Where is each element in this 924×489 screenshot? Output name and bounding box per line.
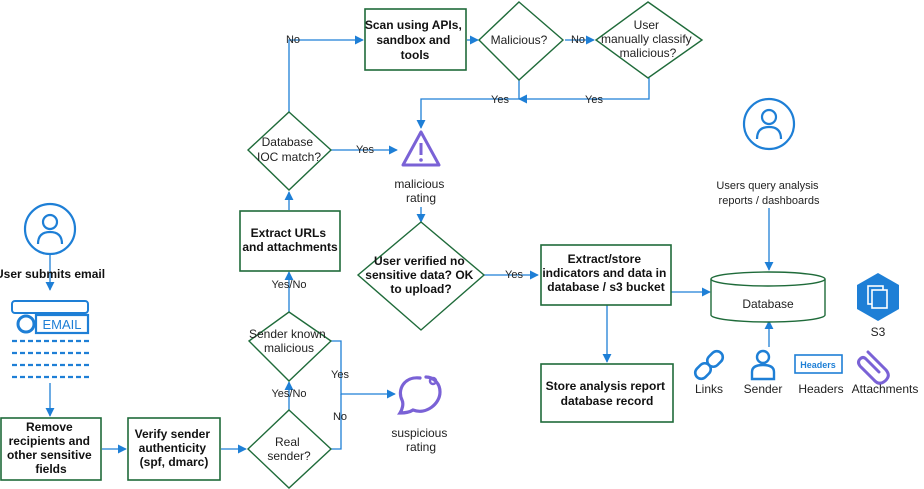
user-classify-diamond (594, 1, 704, 79)
extract-store-box (540, 244, 672, 306)
sender-known-diamond (247, 311, 333, 382)
user-verified-label: User verified no sensitive data? OK to u… (365, 254, 476, 296)
ioc-match-diamond (246, 111, 333, 191)
real-sender-label: Real sender? (267, 435, 311, 463)
edge-label-yes-classify: Yes (585, 94, 603, 106)
scan-label: Scan using APIs, sandbox and tools (365, 18, 465, 62)
ioc-match-label: Database IOC match? (257, 135, 321, 164)
user-submits-label: User submits email (0, 267, 105, 281)
edge-label-yes-real: Yes (331, 369, 349, 381)
edge-label-no-malicious: No (571, 34, 585, 46)
edge-label-yes-malicious: Yes (491, 94, 509, 106)
headers-badge-label: Headers (800, 360, 836, 370)
verify-sender-box (127, 417, 221, 481)
extract-urls-box (239, 210, 341, 272)
database-cylinder (710, 271, 826, 323)
s3-icon (857, 273, 899, 321)
email-icon-label: EMAIL (42, 317, 81, 332)
edges (45, 35, 774, 454)
store-report-box (540, 363, 674, 423)
extract-store-label: Extract/store indicators and data in dat… (542, 252, 669, 294)
users-icon (742, 97, 796, 151)
link-icon (693, 349, 725, 381)
headers-icon: Headers (794, 354, 843, 374)
suspicious-label: suspicious rating (391, 426, 450, 454)
store-report-label: Store analysis report database record (546, 379, 669, 408)
user-verified-diamond (356, 221, 486, 331)
links-label: Links (695, 382, 723, 396)
users-query-label: Users query analysis reports / dashboard… (716, 180, 821, 207)
edge-ioc-scan (288, 35, 364, 112)
database-label: Database (742, 297, 794, 311)
email-icon: EMAIL (11, 300, 90, 379)
paperclip-icon (857, 350, 890, 385)
remove-fields-box (0, 417, 102, 481)
attachments-label: Attachments (852, 382, 919, 396)
edge-label-yes-ioc: Yes (356, 144, 374, 156)
edge-malicious-rating (416, 80, 520, 129)
malicious-label: Malicious? (491, 33, 548, 47)
sender-known-label: Sender known malicious (249, 327, 329, 355)
suspicious-icon (397, 375, 442, 415)
malicious-diamond (477, 1, 565, 81)
edge-label-yes-verified: Yes (505, 269, 523, 281)
real-sender-diamond (246, 409, 333, 489)
edge-labels: Yes/No Yes/No Yes No No Yes No Yes Yes Y… (271, 34, 603, 423)
extract-urls-label: Extract URLs and attachments (242, 226, 338, 254)
edge-label-no-ioc: No (286, 34, 300, 46)
user-icon (23, 202, 77, 256)
edge-label-yesno-2: Yes/No (271, 388, 306, 400)
alert-icon (401, 130, 441, 167)
edge-real-suspicious (331, 394, 342, 450)
edge-known-suspicious (331, 340, 396, 399)
user-classify-label: User manually classify malicious? (601, 18, 695, 60)
malicious-rating-label: malicious rating (394, 177, 447, 205)
remove-fields-label: Remove recipients and other sensitive fi… (7, 420, 95, 476)
verify-sender-label: Verify sender authenticity (spf, dmarc) (135, 427, 214, 469)
edge-label-no-real: No (333, 411, 347, 423)
edge-label-yesno-1: Yes/No (271, 279, 306, 291)
s3-label: S3 (871, 325, 886, 339)
sender-label: Sender (744, 382, 783, 396)
sender-icon (750, 349, 776, 381)
headers-label: Headers (798, 382, 843, 396)
scan-box (364, 8, 467, 71)
edge-classify-yes (518, 78, 650, 104)
